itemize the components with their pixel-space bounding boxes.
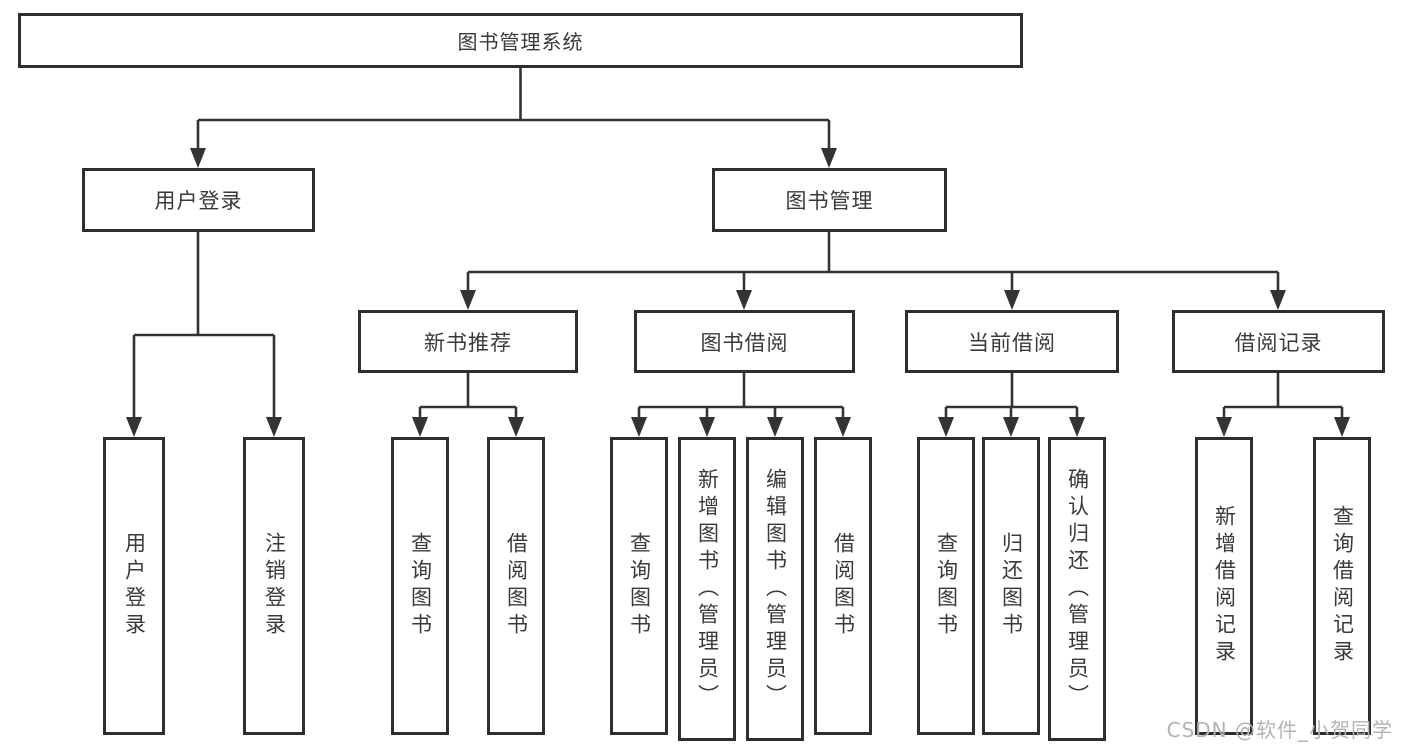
node-label: 借阅记录 <box>1234 330 1323 355</box>
leaf-query-book-3: 查询图书 <box>917 437 975 735</box>
leaf-edit-book-admin: 编辑图书（管理员） <box>746 437 804 741</box>
node-label: 图书管理系统 <box>457 30 584 54</box>
node-label: 用户登录 <box>154 189 243 213</box>
connector-book-borrow-to-leaves <box>631 373 851 437</box>
node-borrow-record: 借阅记录 <box>1172 310 1385 373</box>
node-label: 查询图书 <box>627 532 652 640</box>
node-label: 新增图书（管理员） <box>695 467 720 711</box>
node-label: 查询借阅记录 <box>1330 505 1355 667</box>
leaf-add-borrow-record: 新增借阅记录 <box>1195 437 1253 735</box>
node-label: 图书管理 <box>785 189 874 213</box>
node-book-management: 图书管理 <box>712 168 947 232</box>
node-label: 借阅图书 <box>831 532 856 640</box>
node-label: 确认归还（管理员） <box>1065 467 1090 711</box>
node-book-borrow: 图书借阅 <box>634 310 855 373</box>
connector-user-login-to-leaves <box>126 232 282 437</box>
node-user-login: 用户登录 <box>82 168 315 232</box>
node-label: 归还图书 <box>999 532 1024 640</box>
leaf-query-borrow-record: 查询借阅记录 <box>1313 437 1371 735</box>
node-label: 图书借阅 <box>700 330 789 355</box>
node-label: 查询图书 <box>408 532 433 640</box>
node-label: 新增借阅记录 <box>1212 505 1237 667</box>
leaf-query-book-1: 查询图书 <box>391 437 449 735</box>
node-label: 借阅图书 <box>504 532 529 640</box>
node-current-borrow: 当前借阅 <box>905 310 1119 373</box>
connector-book-management-to-modules <box>460 232 1286 310</box>
node-label: 注销登录 <box>262 532 287 640</box>
leaf-query-book-2: 查询图书 <box>610 437 668 735</box>
leaf-logout: 注销登录 <box>243 437 305 735</box>
leaf-add-book-admin: 新增图书（管理员） <box>678 437 736 741</box>
connector-current-borrow-to-leaves <box>938 373 1085 437</box>
leaf-borrow-book-1: 借阅图书 <box>487 437 545 735</box>
node-label: 编辑图书（管理员） <box>763 467 788 711</box>
csdn-watermark: CSDN @软件_小贺同学 <box>1166 718 1393 742</box>
node-label: 新书推荐 <box>424 330 512 355</box>
node-label: 用户登录 <box>122 532 147 640</box>
node-library-system: 图书管理系统 <box>18 13 1023 68</box>
connector-root-to-branches <box>190 68 837 168</box>
node-label: 当前借阅 <box>968 330 1056 355</box>
leaf-user-login: 用户登录 <box>103 437 165 735</box>
leaf-confirm-return-admin: 确认归还（管理员） <box>1048 437 1106 741</box>
node-label: 查询图书 <box>934 532 959 640</box>
leaf-return-book: 归还图书 <box>982 437 1040 735</box>
node-new-book-recommend: 新书推荐 <box>358 310 578 373</box>
leaf-borrow-book-2: 借阅图书 <box>814 437 872 735</box>
connector-borrow-record-to-leaves <box>1216 373 1350 437</box>
connector-new-book-rec-to-leaves <box>412 373 524 437</box>
